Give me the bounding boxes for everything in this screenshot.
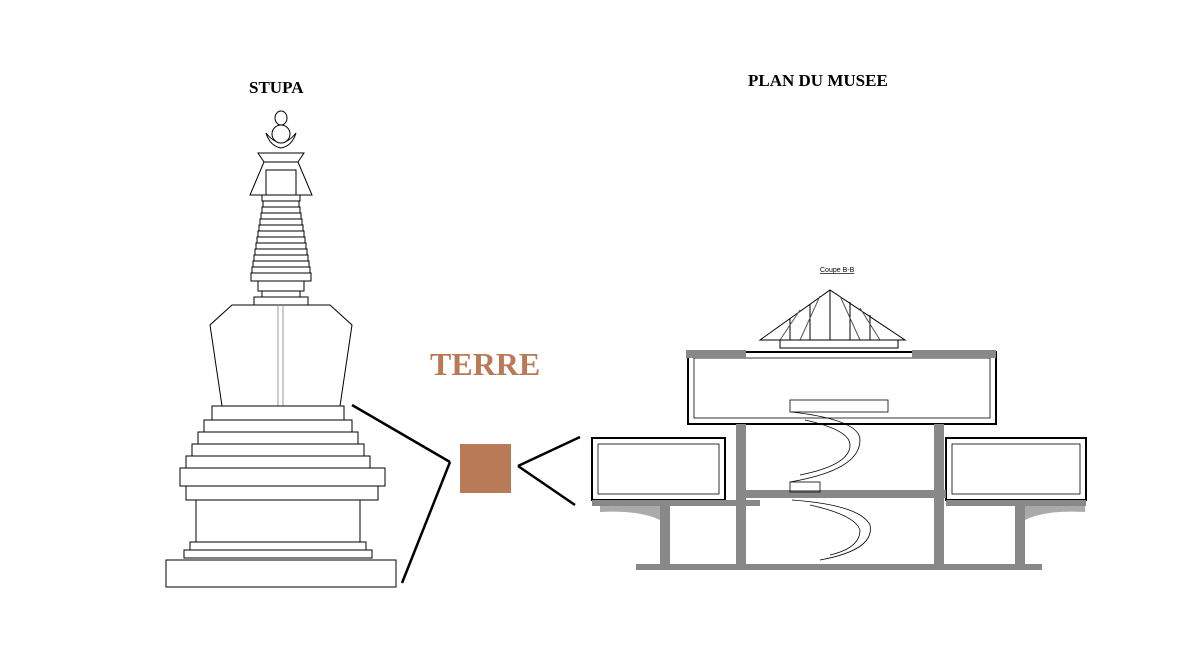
- museum-plan-title: PLAN DU MUSEE: [748, 71, 888, 90]
- stupa-title: STUPA: [249, 78, 304, 97]
- stupa-drawing: [165, 110, 397, 588]
- section-label: Coupe B-B: [820, 267, 855, 274]
- terre-label: TERRE: [430, 346, 541, 382]
- museum-section-drawing: Coupe B-B: [591, 267, 1087, 570]
- earth-color-swatch: [460, 444, 511, 493]
- connector-lines: [351, 403, 581, 584]
